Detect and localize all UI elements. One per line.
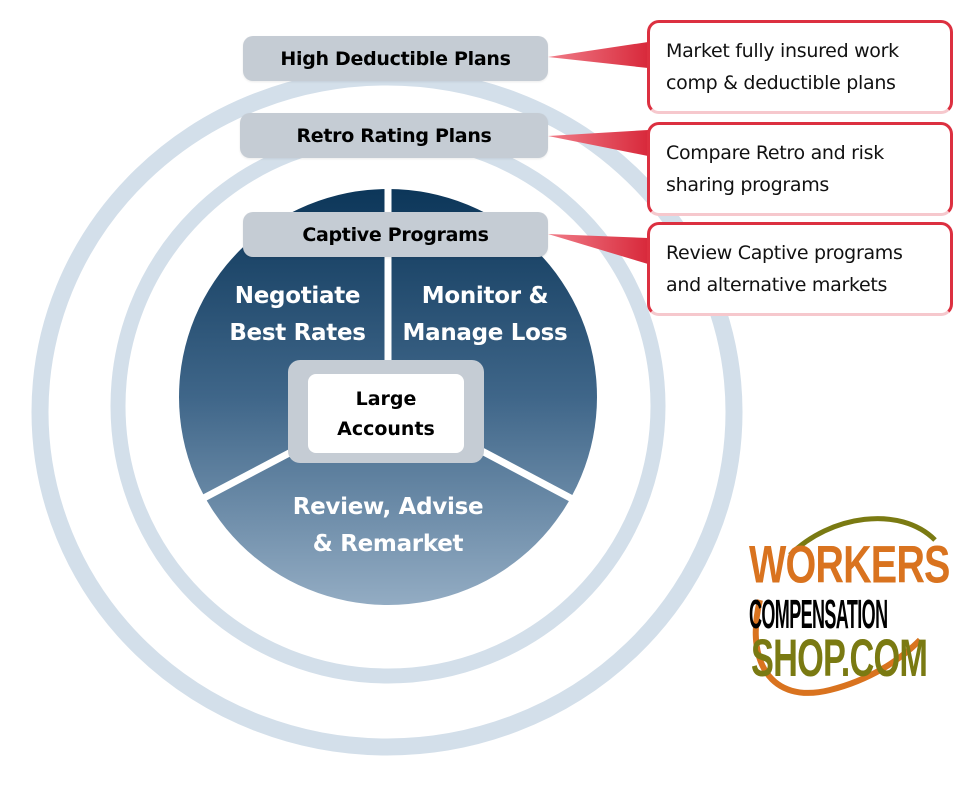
segment-line: Monitor & (421, 283, 549, 309)
pie-divider-left (198, 446, 297, 504)
ring-label-text: High Deductible Plans (280, 47, 511, 70)
callout-retro-rating: Compare Retro and risk sharing programs (647, 122, 953, 216)
callout-line: Market fully insured work (666, 40, 899, 62)
pie-divider-right (478, 446, 580, 506)
segment-review: Review, Advise & Remarket (278, 489, 498, 563)
logo: WORKERS COMPENSATION SHOP.COM (745, 515, 960, 700)
ring-label-text: Captive Programs (302, 223, 489, 246)
logo-swoosh-bottom (752, 599, 923, 696)
logo-shop-com: SHOP.COM (751, 629, 928, 688)
callout-line: sharing programs (666, 174, 830, 196)
segment-line: Manage Loss (402, 320, 568, 346)
callout-line: comp & deductible plans (666, 72, 896, 94)
segment-negotiate: Negotiate Best Rates (215, 278, 380, 352)
callout-line: Compare Retro and risk (666, 142, 884, 164)
center-label: Large Accounts (308, 374, 464, 453)
segment-line: & Remarket (312, 531, 464, 557)
pointer-1 (548, 42, 648, 68)
pointer-3 (548, 234, 648, 264)
callout-captive: Review Captive programs and alternative … (647, 222, 953, 316)
ring-label-captive: Captive Programs (243, 212, 548, 257)
center-line: Large (355, 387, 417, 410)
logo-swoosh-top (788, 516, 937, 557)
ring-label-high-deductible: High Deductible Plans (243, 36, 548, 81)
segment-line: Negotiate (234, 283, 361, 309)
ring-label-text: Retro Rating Plans (296, 124, 492, 147)
logo-compensation: COMPENSATION (749, 593, 888, 638)
segment-line: Review, Advise (292, 494, 484, 520)
logo-workers: WORKERS (749, 534, 950, 594)
center-line: Accounts (337, 417, 435, 440)
callout-high-deductible: Market fully insured work comp & deducti… (647, 20, 953, 114)
callout-line: Review Captive programs (666, 242, 903, 264)
callout-line: and alternative markets (666, 274, 888, 296)
pointer-2 (548, 130, 648, 156)
segment-line: Best Rates (229, 320, 366, 346)
segment-monitor: Monitor & Manage Loss (395, 278, 575, 352)
ring-label-retro-rating: Retro Rating Plans (240, 113, 548, 158)
